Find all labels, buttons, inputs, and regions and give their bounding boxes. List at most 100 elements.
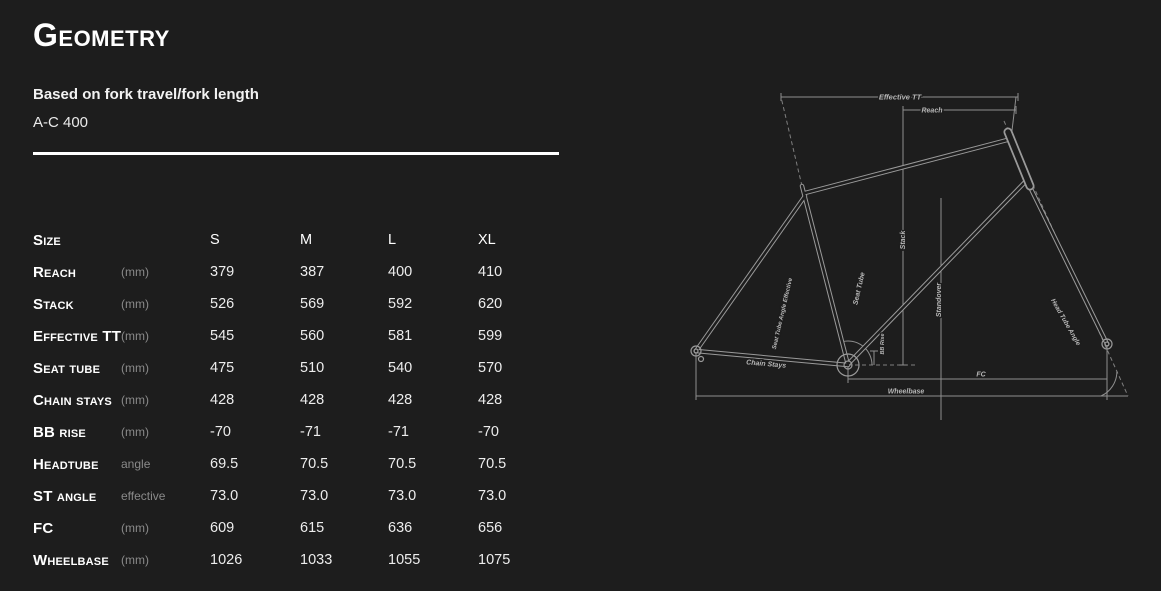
- value-s: 545: [210, 328, 235, 344]
- table-row-fc: FC (mm) 609 615 636 656: [33, 512, 593, 544]
- value-s: 428: [210, 392, 235, 408]
- value-s: -70: [210, 424, 231, 440]
- value-s: 609: [210, 520, 235, 536]
- row-unit: (mm): [121, 393, 149, 407]
- value-m: 73.0: [300, 488, 329, 504]
- table-row-effective-tt: Effective TT (mm) 545 560 581 599: [33, 320, 593, 352]
- value-l: 636: [388, 520, 413, 536]
- row-unit: (mm): [121, 361, 149, 375]
- value-xl: 70.5: [478, 456, 507, 472]
- value-xl: 620: [478, 296, 503, 312]
- value-m: 387: [300, 264, 325, 280]
- table-row-seat-tube: Seat tube (mm) 475 510 540 570: [33, 352, 593, 384]
- value-l: 73.0: [388, 488, 417, 504]
- column-m: M: [300, 232, 313, 248]
- standover-label: Standover: [936, 282, 943, 318]
- row-label: Reach: [33, 263, 77, 281]
- page-title: Geometry: [33, 17, 170, 53]
- value-xl: -70: [478, 424, 499, 440]
- table-row-headtube: Headtube angle 69.5 70.5 70.5 70.5: [33, 448, 593, 480]
- row-unit: (mm): [121, 521, 149, 535]
- value-m: 70.5: [300, 456, 329, 472]
- bb-and-axles: [690, 338, 1113, 377]
- dimension-lines: [695, 93, 1128, 420]
- value-m: 560: [300, 328, 325, 344]
- geometry-table: Size S M L XL Reach (mm) 379 387 400 410…: [33, 224, 593, 576]
- value-xl: 1075: [478, 552, 511, 568]
- row-label: FC: [33, 519, 54, 537]
- value-m: 615: [300, 520, 325, 536]
- value-xl: 599: [478, 328, 503, 344]
- table-row-wheelbase: Wheelbase (mm) 1026 1033 1055 1075: [33, 544, 593, 576]
- table-row-st-angle: ST angle effective 73.0 73.0 73.0 73.0: [33, 480, 593, 512]
- value-m: 1033: [300, 552, 333, 568]
- value-xl: 656: [478, 520, 503, 536]
- fork-length-note: A-C 400: [33, 114, 89, 131]
- column-l: L: [388, 232, 397, 248]
- value-l: 1055: [388, 552, 421, 568]
- seat-tube-label: Seat Tube: [852, 272, 866, 306]
- value-m: 510: [300, 360, 325, 376]
- value-m: -71: [300, 424, 321, 440]
- fork-subtitle: Based on fork travel/fork length: [33, 86, 259, 103]
- value-m: 428: [300, 392, 325, 408]
- value-s: 475: [210, 360, 235, 376]
- row-label: Chain stays: [33, 391, 112, 409]
- construction-lines: [780, 96, 1129, 397]
- bb-rise-label: BB Rise: [880, 333, 886, 354]
- row-unit: (mm): [121, 425, 149, 439]
- column-xl: XL: [478, 232, 496, 248]
- value-l: 540: [388, 360, 413, 376]
- value-s: 69.5: [210, 456, 239, 472]
- wheelbase-label: Wheelbase: [888, 389, 925, 396]
- value-s: 1026: [210, 552, 243, 568]
- row-label: BB rise: [33, 423, 86, 441]
- seat-tube-angle-label: Seat Tube Angle Effective: [772, 277, 794, 350]
- row-unit: (mm): [121, 553, 149, 567]
- divider: [33, 152, 559, 155]
- frame-tubes: [693, 127, 1110, 368]
- value-l: 428: [388, 392, 413, 408]
- row-label: ST angle: [33, 487, 97, 505]
- table-row-chain-stays: Chain stays (mm) 428 428 428 428: [33, 384, 593, 416]
- value-l: 581: [388, 328, 413, 344]
- front-axle: [1101, 338, 1113, 350]
- row-unit: effective: [121, 489, 166, 503]
- reach-label: Reach: [921, 108, 942, 115]
- table-row-bb-rise: BB rise (mm) -70 -71 -71 -70: [33, 416, 593, 448]
- table-row-stack: Stack (mm) 526 569 592 620: [33, 288, 593, 320]
- value-m: 569: [300, 296, 325, 312]
- row-label: Effective TT: [33, 327, 122, 345]
- dimension-labels: Effective TT Reach Stack Seat Tube Seat …: [744, 91, 1083, 397]
- row-label: Seat tube: [33, 359, 101, 377]
- head-tube-angle-label: Head Tube Angle: [1049, 298, 1082, 347]
- size-header: Size: [33, 231, 61, 249]
- stack-label: Stack: [900, 230, 907, 250]
- value-xl: 570: [478, 360, 503, 376]
- table-row-reach: Reach (mm) 379 387 400 410: [33, 256, 593, 288]
- row-unit: (mm): [121, 329, 149, 343]
- value-l: 70.5: [388, 456, 417, 472]
- bottom-bracket: [836, 353, 860, 377]
- value-xl: 73.0: [478, 488, 507, 504]
- column-s: S: [210, 232, 220, 248]
- derailleur-hanger: [697, 355, 705, 363]
- value-s: 526: [210, 296, 235, 312]
- value-xl: 428: [478, 392, 503, 408]
- row-unit: angle: [121, 457, 151, 471]
- row-label: Wheelbase: [33, 551, 109, 569]
- row-label: Headtube: [33, 455, 99, 473]
- value-s: 379: [210, 264, 235, 280]
- effective-tt-label: Effective TT: [879, 93, 923, 102]
- row-unit: (mm): [121, 297, 149, 311]
- value-l: 400: [388, 264, 413, 280]
- value-xl: 410: [478, 264, 503, 280]
- value-s: 73.0: [210, 488, 239, 504]
- fc-label: FC: [976, 372, 986, 379]
- value-l: 592: [388, 296, 413, 312]
- value-l: -71: [388, 424, 409, 440]
- row-unit: (mm): [121, 265, 149, 279]
- rear-axle: [690, 345, 702, 357]
- bike-frame-diagram: Effective TT Reach Stack Seat Tube Seat …: [690, 91, 1129, 420]
